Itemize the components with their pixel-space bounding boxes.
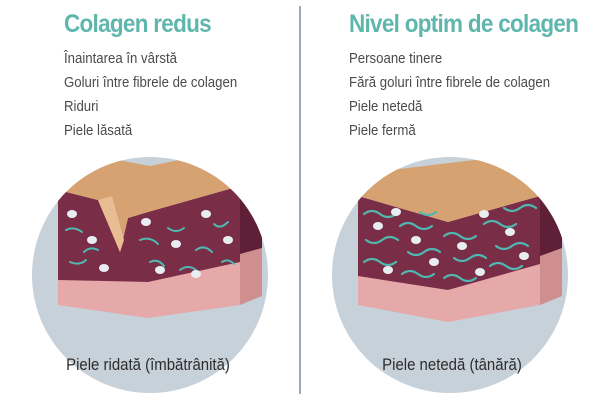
dermis-front — [58, 186, 240, 282]
feature-item: Piele fermă — [349, 122, 416, 139]
feature-item: Riduri — [64, 98, 99, 115]
illustration-caption: Piele netedă (tânără) — [382, 355, 522, 374]
feature-item: Piele netedă — [349, 98, 423, 115]
feature-item: Înaintarea în vârstă — [64, 50, 178, 67]
collagen-fibers — [65, 221, 235, 271]
feature-item: Persoane tinere — [349, 50, 443, 67]
panel-divider — [299, 6, 301, 394]
panel-title: Nivel optim de colagen — [349, 10, 579, 38]
illustration-caption: Piele ridată (îmbătrânită) — [66, 355, 230, 374]
epidermis-top — [358, 158, 562, 222]
panel-optimal-collagen: Nivel optim de colagen Persoane tinere F… — [304, 0, 600, 400]
cells — [67, 210, 233, 278]
cells — [373, 208, 529, 276]
feature-list: Înaintarea în vârstă Goluri între fibrel… — [64, 47, 261, 143]
fat-side — [240, 248, 262, 305]
epidermis-top — [58, 158, 262, 252]
feature-list: Persoane tinere Fără goluri între fibrel… — [349, 47, 577, 143]
collagen-fibers — [362, 203, 538, 283]
panel-title: Colagen redus — [64, 10, 212, 38]
wrinkle-fold — [98, 196, 124, 252]
feature-item: Piele lăsată — [64, 122, 133, 139]
fat-side — [540, 248, 562, 305]
smooth-skin-illustration — [332, 157, 568, 393]
wrinkled-skin-illustration — [32, 157, 268, 393]
feature-item: Goluri între fibrele de colagen — [64, 74, 238, 91]
feature-item: Fără goluri între fibrele de colagen — [349, 74, 551, 91]
panel-reduced-collagen: Colagen redus Înaintarea în vârstă Golur… — [0, 0, 296, 400]
dermis-front — [358, 196, 540, 290]
